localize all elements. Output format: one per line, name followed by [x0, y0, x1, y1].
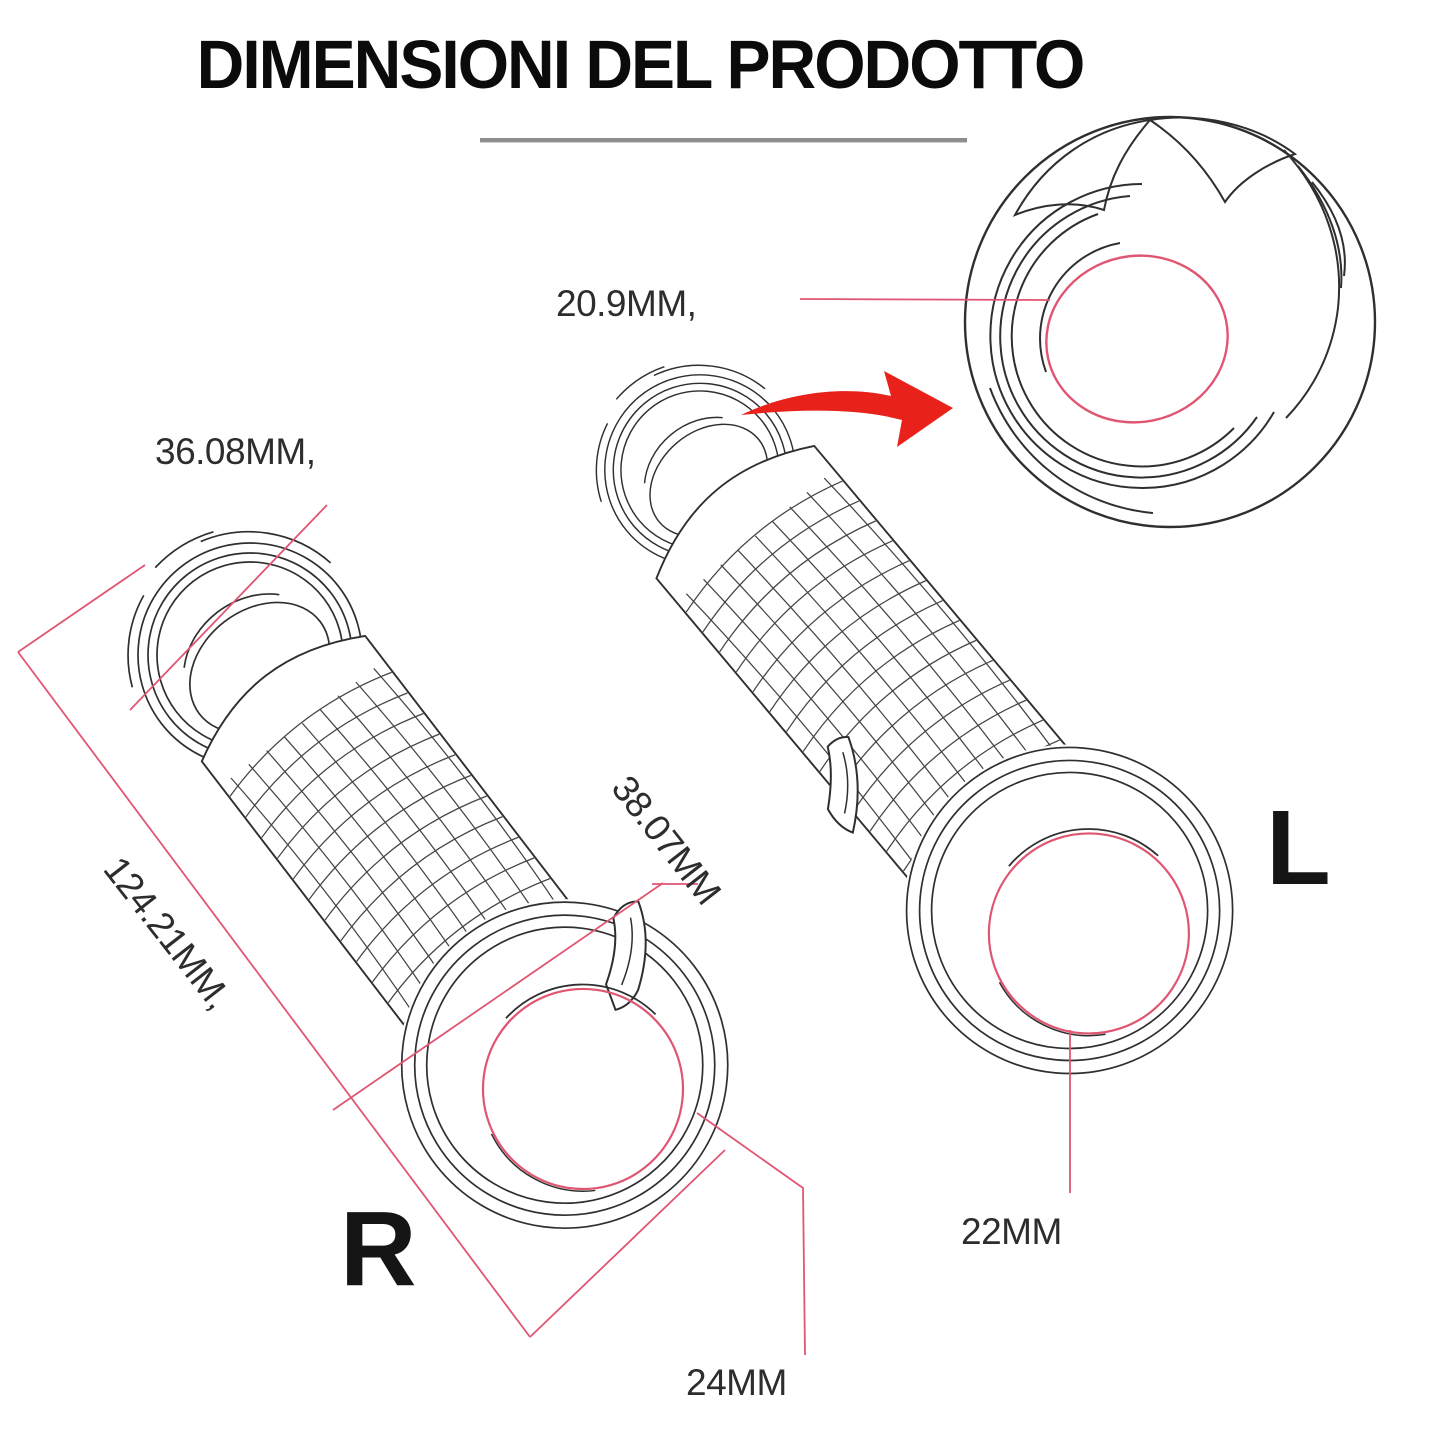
dim-label-left-grip-bore: 22MM	[961, 1211, 1062, 1252]
dim-label-flange-od: 36.08MM,	[155, 431, 316, 472]
grip-marker-left: L	[1266, 789, 1331, 907]
detail-outer-circle	[963, 115, 1377, 529]
page-title: DIMENSIONI DEL PRODOTTO	[196, 25, 1086, 103]
dim-label-right-grip-bore: 24MM	[686, 1362, 787, 1403]
dim-label-detail-bore: 20.9MM,	[556, 283, 697, 324]
magnified-end-detail-circle	[963, 115, 1377, 529]
grip-left-drawing	[595, 364, 1236, 1077]
detail-bore-ellipse	[1045, 254, 1229, 424]
grip-right-drawing	[127, 530, 731, 1232]
dimension-lines	[17, 298, 1071, 1356]
grip-marker-right: R	[340, 1190, 417, 1308]
title-underline-divider	[480, 138, 967, 143]
zoom-arrow-icon	[741, 371, 953, 447]
